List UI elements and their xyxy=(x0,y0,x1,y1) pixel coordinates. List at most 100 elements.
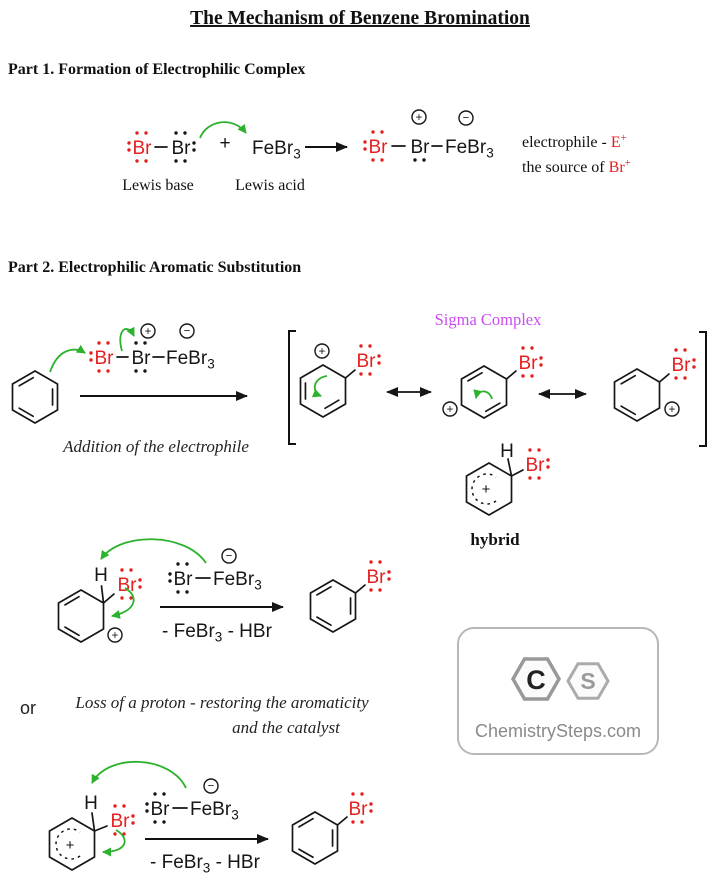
part2-heading: Part 2. Electrophilic Aromatic Substitut… xyxy=(8,259,301,276)
or-label: or xyxy=(20,698,36,718)
ring-outline xyxy=(57,589,105,643)
resonance-structure-1: + Br xyxy=(299,343,381,418)
deprotonation-step-1: H Br + Br FeBr3 − - FeBr3 - HBr xyxy=(57,538,391,645)
double-bond xyxy=(484,402,501,413)
bond-to-br xyxy=(658,373,670,383)
benzene-ring xyxy=(11,370,59,424)
br-atom: Br xyxy=(526,455,546,476)
febr3-formula: FeBr3 xyxy=(190,799,239,823)
svg-text:+: + xyxy=(416,112,423,124)
addition-step: Br Br + FeBr3 − Addition of the electrop… xyxy=(11,323,249,456)
curved-arrow xyxy=(100,538,207,564)
h-atom: H xyxy=(94,565,108,586)
byproducts-label: - FeBr3 - HBr xyxy=(150,852,261,876)
double-bond xyxy=(18,407,35,418)
bromonium-complex: Br Br + FeBr3 − xyxy=(363,109,494,162)
febr3-formula: FeBr3 xyxy=(213,569,262,593)
curved-arrow xyxy=(473,389,493,400)
partial-delocalization-circle xyxy=(471,473,497,505)
ring-outline xyxy=(11,370,59,424)
lewis-acid-label: Lewis acid xyxy=(235,177,305,194)
byproducts-label: - FeBr3 - HBr xyxy=(162,621,273,645)
br-atom: Br xyxy=(118,575,138,596)
double-bond xyxy=(620,374,637,385)
double-bond xyxy=(316,616,332,627)
bond-to-br xyxy=(336,816,348,826)
br-atom: Br xyxy=(111,811,131,832)
curved-arrow xyxy=(49,344,86,373)
chemistrysteps-logo: C S ChemistrySteps.com xyxy=(457,627,659,755)
br-atom: Br xyxy=(357,351,377,372)
br-atom: Br xyxy=(133,138,153,159)
part1-scheme: Br Br + FeBr3 Br Br + FeBr3 − Lewis base… xyxy=(122,109,631,194)
plus-sign: + xyxy=(219,133,230,154)
hexagon-c-icon xyxy=(510,657,562,701)
bromobenzene-product: Br xyxy=(309,560,391,633)
logo-letter-c: C xyxy=(526,665,546,695)
curved-arrow xyxy=(311,375,328,398)
minus-charge: − xyxy=(221,548,237,564)
logo-site-text: ChemistrySteps.com xyxy=(475,721,641,741)
bond-to-br xyxy=(510,469,524,477)
addition-label: Addition of the electrophile xyxy=(62,437,249,456)
svg-text:+: + xyxy=(112,630,119,642)
br-atom: Br xyxy=(519,353,539,374)
febr4-reagent: Br FeBr3 − xyxy=(145,778,239,824)
bond-to-h xyxy=(100,585,105,604)
double-bond xyxy=(316,585,332,596)
bond-to-br xyxy=(93,825,108,832)
part1-heading: Part 1. Formation of Electrophilic Compl… xyxy=(8,61,305,78)
ring-outline xyxy=(613,368,661,422)
ring-outline xyxy=(291,811,339,865)
hybrid-structure: + H Br hybrid xyxy=(465,441,550,549)
curved-arrow xyxy=(199,121,247,139)
svg-text:+: + xyxy=(145,326,152,338)
svg-text:−: − xyxy=(184,326,191,338)
ring-outline xyxy=(299,364,347,418)
double-bond xyxy=(64,626,80,637)
left-bracket xyxy=(288,330,296,445)
br-atom: Br xyxy=(349,799,369,820)
logo-frame xyxy=(457,627,659,755)
page-title: The Mechanism of Benzene Bromination xyxy=(190,8,530,29)
svg-text:−: − xyxy=(208,781,215,793)
electrophile-complex: Br Br + FeBr3 − xyxy=(89,323,215,373)
plus-charge: + xyxy=(140,323,156,339)
curved-arrow xyxy=(102,829,126,857)
double-bond xyxy=(298,848,314,859)
febr3-formula: FeBr3 xyxy=(166,348,215,372)
double-bond xyxy=(620,405,637,416)
br2-molecule: Br Br xyxy=(127,131,196,163)
br-atom: Br xyxy=(151,799,171,820)
arenium-hybrid-ion: + H Br xyxy=(48,793,135,871)
double-bond xyxy=(467,371,483,382)
loss-of-proton-line2: and the catalyst xyxy=(232,718,341,737)
ring-outline xyxy=(309,579,357,633)
sigma-complex: Sigma Complex + Br + Br xyxy=(288,310,707,447)
double-bond xyxy=(18,376,35,387)
bond-to-br xyxy=(505,370,517,380)
h-atom: H xyxy=(84,793,98,814)
minus-charge: − xyxy=(458,110,474,126)
double-bond xyxy=(324,399,340,410)
resonance-structure-2: + Br xyxy=(442,346,543,419)
br-atom: Br xyxy=(369,137,389,158)
arenium-ion: H Br + xyxy=(57,565,142,643)
plus-charge: + xyxy=(107,627,123,643)
deprotonation-step-2: + H Br Br FeBr3 − - FeBr3 - HBr Br xyxy=(48,760,373,876)
minus-charge: − xyxy=(179,323,195,339)
br-atom: Br xyxy=(132,348,152,369)
br-atom: Br xyxy=(367,567,387,588)
br-atom: Br xyxy=(95,348,115,369)
partial-delocalization-circle xyxy=(55,828,81,860)
br-atom: Br xyxy=(174,569,194,590)
plus-charge: + xyxy=(442,401,458,417)
electrophile-note: electrophile - E+ xyxy=(522,132,627,151)
br-atom: Br xyxy=(672,355,692,376)
bond-to-h xyxy=(507,458,513,477)
bond-to-br xyxy=(354,584,366,594)
plus-charge: + xyxy=(664,401,680,417)
minus-charge: − xyxy=(203,778,219,794)
loss-of-proton-line1: Loss of a proton - restoring the aromati… xyxy=(74,693,369,712)
